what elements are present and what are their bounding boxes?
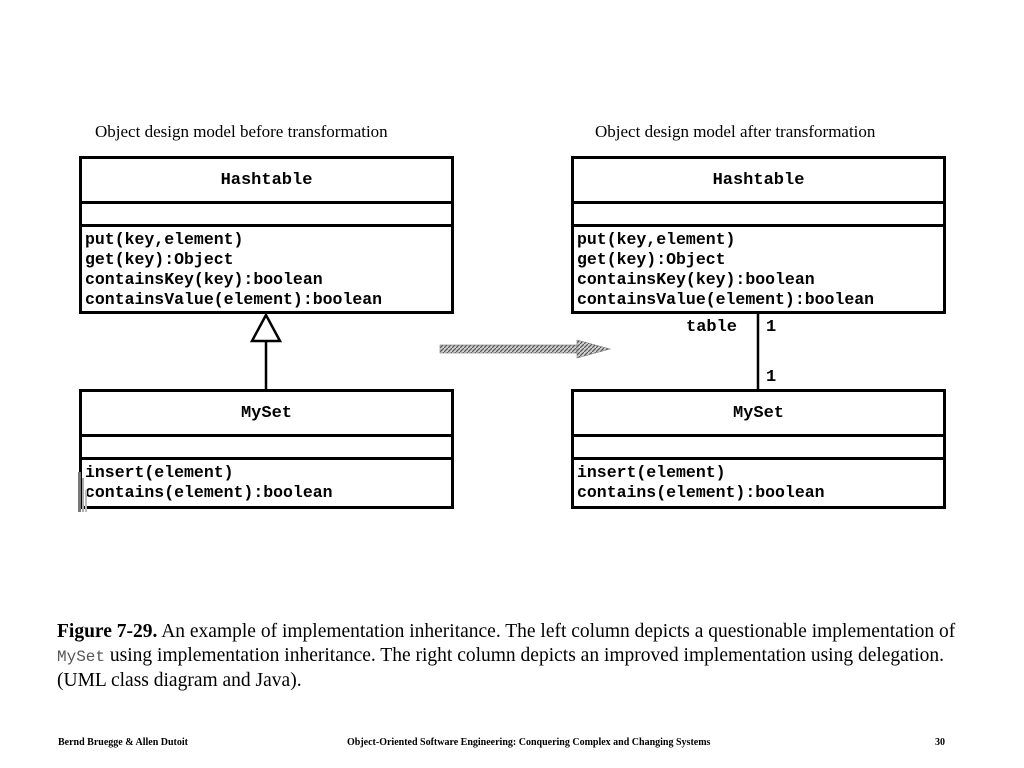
association-role-label: table <box>686 318 738 337</box>
caption-label: Figure 7-29. <box>57 621 158 642</box>
margin-artifact-icon <box>78 472 87 512</box>
caption-text: An example of implementation inheritance… <box>157 621 956 642</box>
class-name: Hashtable <box>220 170 313 190</box>
operation: insert(element) <box>577 463 726 482</box>
association-multiplicity-bottom: 1 <box>766 368 777 387</box>
left-diagram-title: Object design model before transformatio… <box>95 122 388 141</box>
operation: get(key):Object <box>577 250 726 269</box>
attributes-compartment <box>574 434 943 460</box>
operation: put(key,element) <box>85 230 244 249</box>
figure-caption: Figure 7-29. An example of implementatio… <box>57 620 957 693</box>
operation: put(key,element) <box>577 230 736 249</box>
attributes-compartment <box>82 434 451 460</box>
footer-book-title: Object-Oriented Software Engineering: Co… <box>347 737 711 748</box>
operation: containsValue(element):boolean <box>577 290 875 309</box>
operation: containsKey(key):boolean <box>577 270 815 289</box>
left-myset-class: MySet insert(element) contains(element):… <box>79 389 454 509</box>
operations-compartment: put(key,element) get(key):Object contain… <box>574 227 943 312</box>
class-name: MySet <box>240 403 292 423</box>
attributes-compartment <box>82 201 451 227</box>
caption-text-continued: using implementation inheritance. The ri… <box>57 645 945 691</box>
page-number: 30 <box>935 737 945 748</box>
footer-authors: Bernd Bruegge & Allen Dutoit <box>58 737 188 748</box>
operation: insert(element) <box>85 463 234 482</box>
operations-compartment: put(key,element) get(key):Object contain… <box>82 227 451 312</box>
class-name: MySet <box>732 403 784 423</box>
operations-compartment: insert(element) contains(element):boolea… <box>82 460 451 505</box>
left-hashtable-class: Hashtable put(key,element) get(key):Obje… <box>79 156 454 314</box>
operation: contains(element):boolean <box>577 483 825 502</box>
right-hashtable-class: Hashtable put(key,element) get(key):Obje… <box>571 156 946 314</box>
operation: get(key):Object <box>85 250 234 269</box>
class-name: Hashtable <box>712 170 805 190</box>
attributes-compartment <box>574 201 943 227</box>
generalization-triangle-icon <box>249 312 283 343</box>
operations-compartment: insert(element) contains(element):boolea… <box>574 460 943 505</box>
inheritance-relationship <box>249 312 283 389</box>
caption-code: MySet <box>57 648 106 666</box>
operation: contains(element):boolean <box>85 483 333 502</box>
transformation-arrow-icon <box>439 339 612 359</box>
association-multiplicity-top: 1 <box>766 318 777 337</box>
right-diagram-title: Object design model after transformation <box>595 122 876 141</box>
operation: containsKey(key):boolean <box>85 270 323 289</box>
operation: containsValue(element):boolean <box>85 290 383 309</box>
right-myset-class: MySet insert(element) contains(element):… <box>571 389 946 509</box>
